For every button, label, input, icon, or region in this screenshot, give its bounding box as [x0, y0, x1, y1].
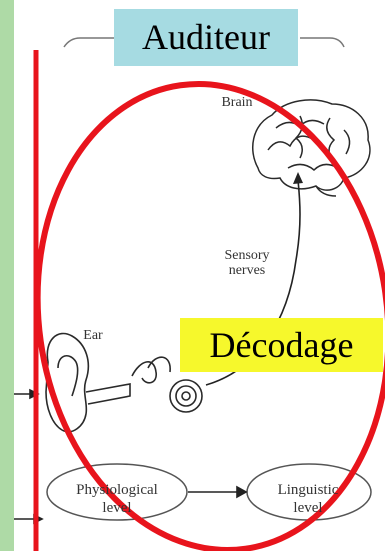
- sensory-nerves-label: Sensory nerves: [215, 248, 279, 278]
- level-connector-arrow: [188, 487, 246, 497]
- auditeur-title-box: Auditeur: [114, 9, 298, 66]
- brain-illustration: [253, 100, 370, 196]
- physiological-level-label: Physiological level: [52, 481, 182, 517]
- decodage-highlight-box: Décodage: [180, 318, 383, 372]
- sensory-nerve-arrowhead: [293, 172, 303, 184]
- linguistic-level-label: Linguistic level: [250, 481, 366, 517]
- ear-label: Ear: [76, 328, 110, 343]
- brain-label: Brain: [212, 95, 262, 110]
- ear-illustration: [46, 334, 202, 432]
